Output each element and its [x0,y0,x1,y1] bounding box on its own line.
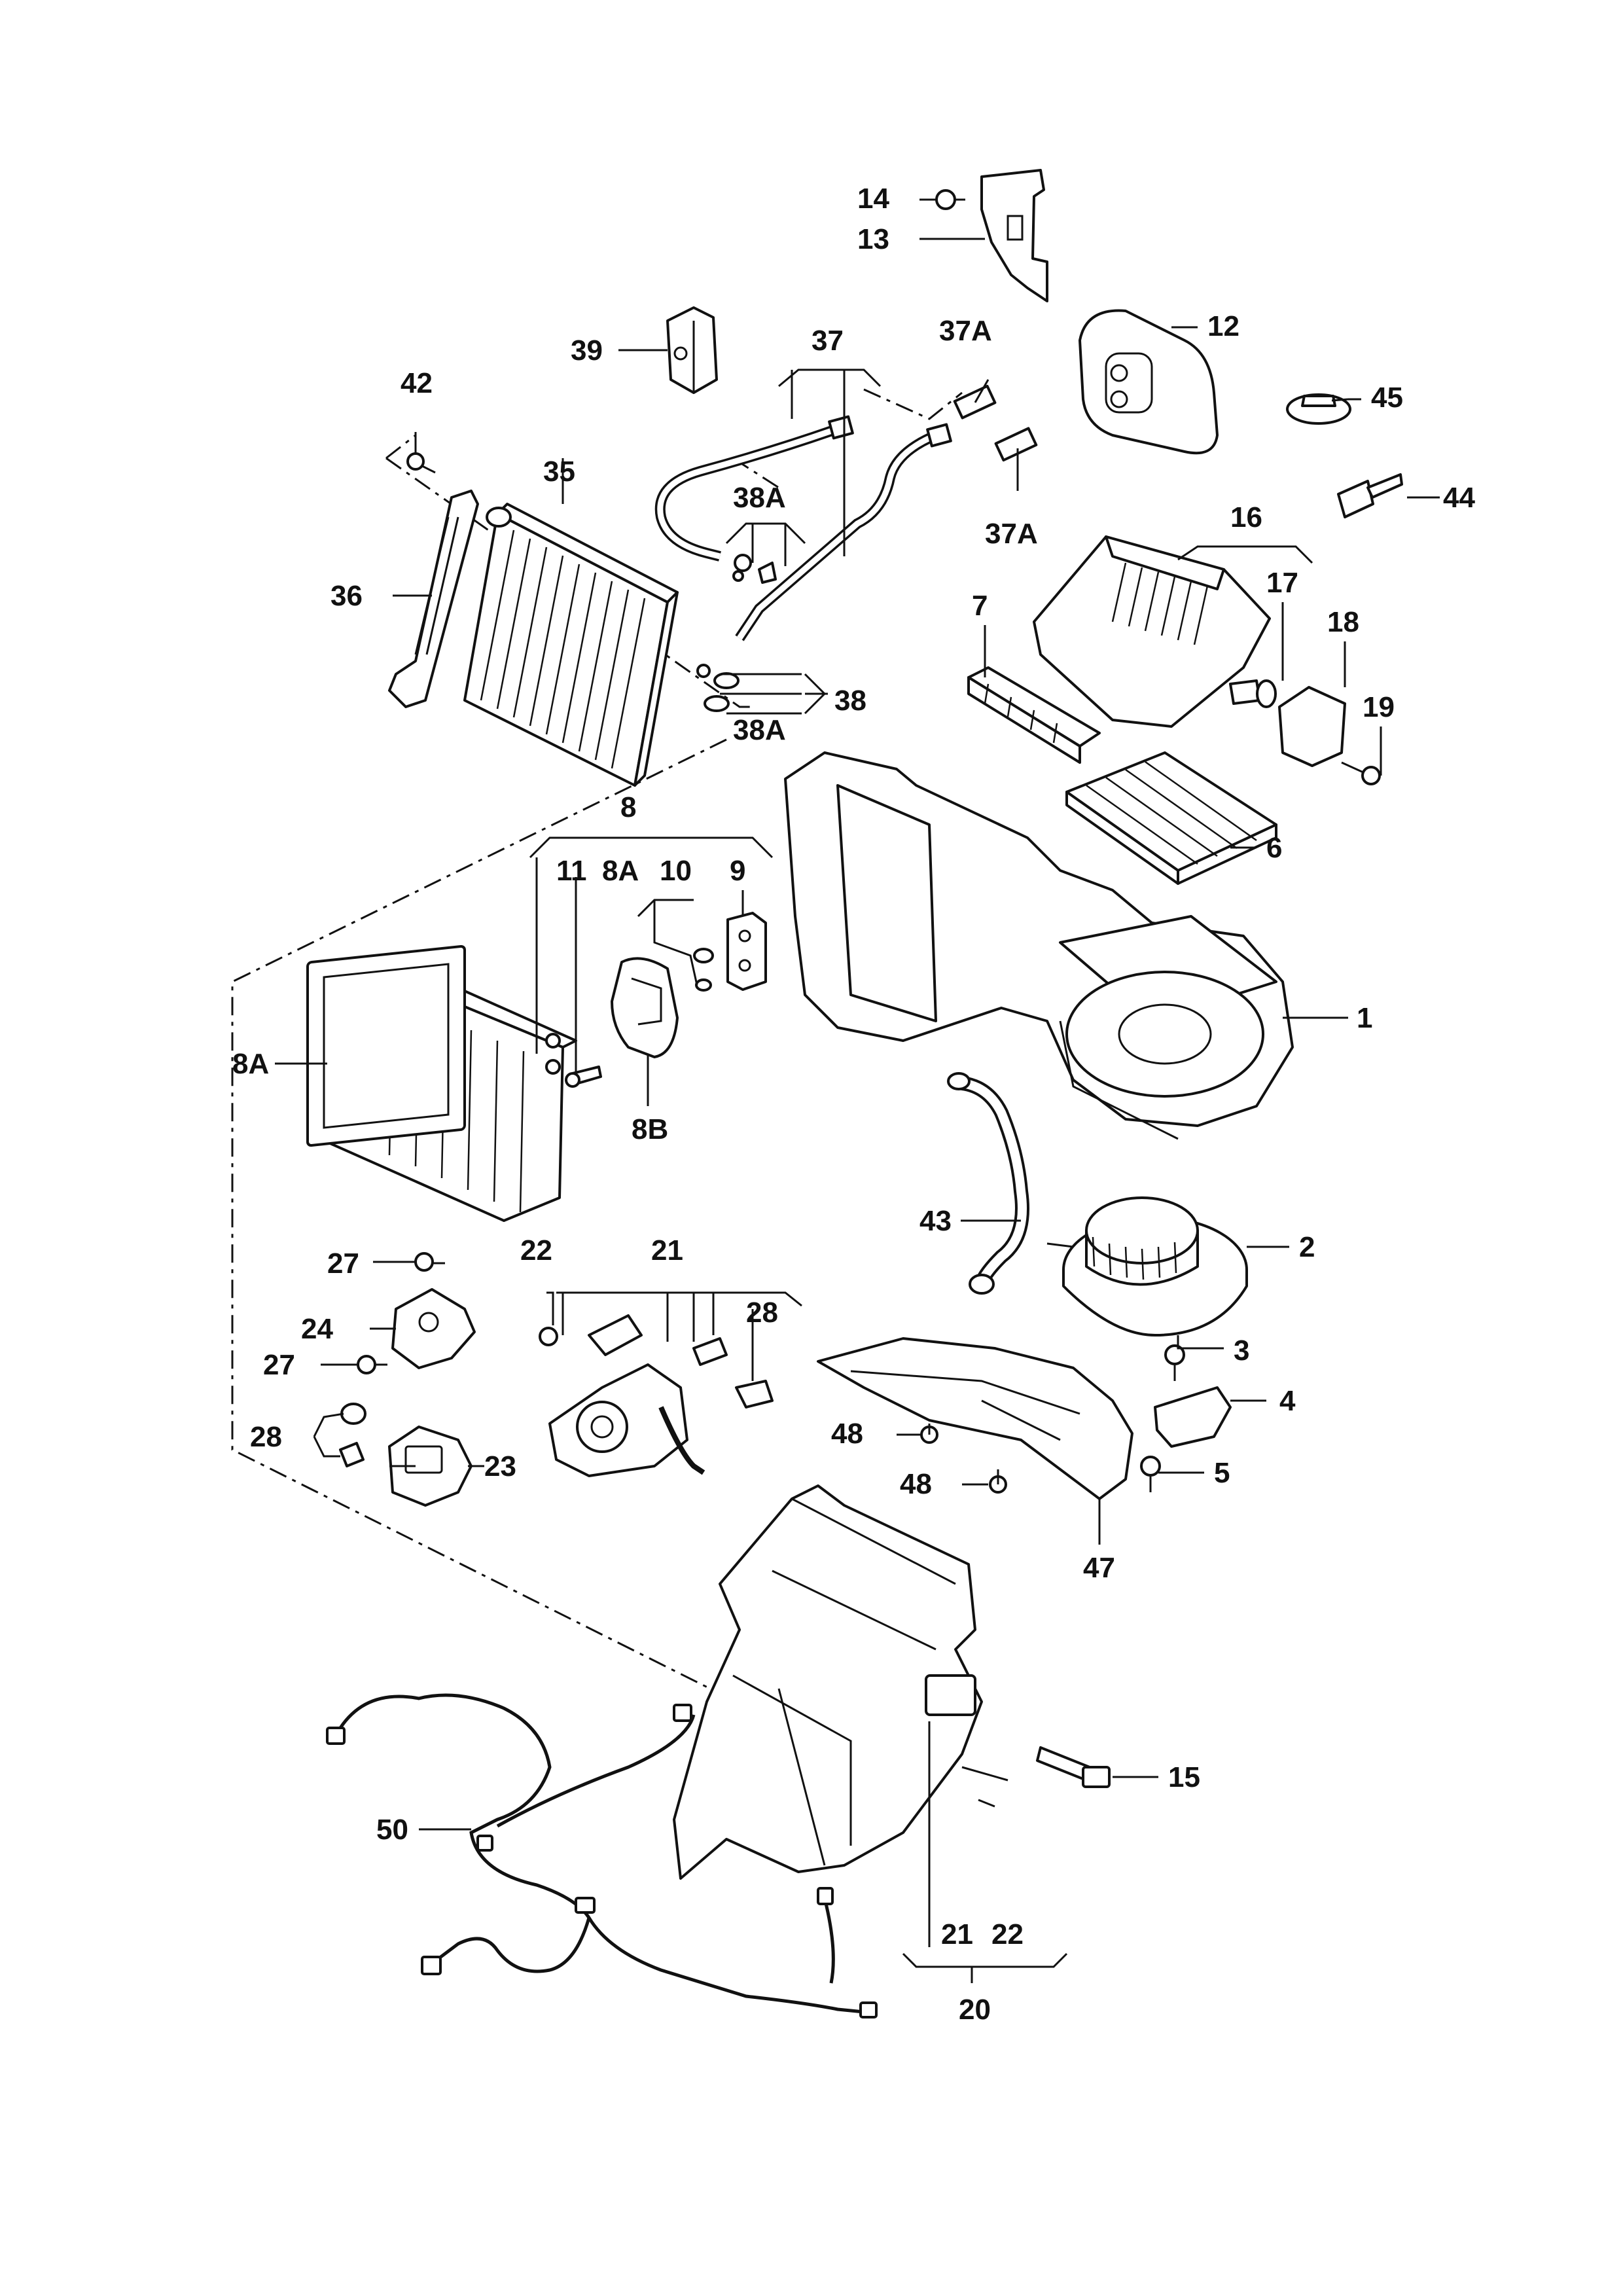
callout-48-lower: 48 [900,1468,932,1500]
screw-14 [935,189,965,210]
callout-50: 50 [376,1814,408,1846]
actuator-cover-18 [1278,686,1346,767]
screw-3 [1164,1344,1185,1381]
clip-28-left-a [340,1403,366,1425]
blower-motor-2 [1046,1196,1248,1336]
wiring-harness-50 [326,1693,878,2018]
sensor-15 [1036,1746,1111,1788]
nut-45 [1286,393,1351,425]
callout-38A-upper: 38A [733,482,786,514]
bracket-36 [388,490,479,708]
heater-core-35 [463,503,679,787]
callout-3: 3 [1234,1335,1249,1367]
callout-7: 7 [972,590,988,622]
servo-motor-21 [548,1314,705,1477]
callout-48-upper: 48 [831,1418,863,1450]
callout-21-top: 21 [651,1234,683,1266]
screw-19 [1341,761,1381,785]
callout-23: 23 [484,1450,516,1482]
callout-8A-left: 8A [232,1048,269,1080]
callout-17: 17 [1266,567,1298,599]
actuator-23 [388,1426,473,1507]
seal-rings-38A-upper [732,554,777,584]
callout-37A-upper: 37A [939,315,992,347]
screw-27-upper [414,1252,445,1272]
cabin-filter-6 [1065,751,1277,885]
evaporator-8A [306,944,577,1222]
callout-42: 42 [401,367,433,399]
air-duct-47 [817,1337,1133,1500]
callout-labels: 14 13 39 37 37A 12 45 42 35 38A 37A 44 1… [232,183,1475,2026]
drain-hose-43 [947,1072,1029,1295]
screw-48-lower [989,1469,1007,1494]
callout-43: 43 [919,1205,952,1237]
flange-plate-12 [1079,309,1219,455]
callout-1: 1 [1357,1002,1372,1034]
pin-17 [1229,679,1277,708]
bolt-44 [1337,473,1403,518]
connector-37A-lower [994,427,1038,462]
callout-38: 38 [834,685,866,717]
bracket-13 [980,169,1048,302]
callout-45: 45 [1371,382,1403,414]
callout-4: 4 [1279,1385,1296,1417]
callout-6: 6 [1266,832,1282,864]
screw-42 [406,452,436,474]
callout-5: 5 [1214,1457,1230,1489]
callout-8B: 8B [632,1113,668,1145]
callout-35: 35 [543,456,575,488]
screw-27-lower [357,1355,387,1374]
callout-10: 10 [660,855,692,887]
callout-16: 16 [1230,501,1262,533]
callout-39: 39 [571,334,603,367]
callout-8A-top: 8A [602,855,639,887]
callout-2: 2 [1299,1231,1315,1263]
callout-44: 44 [1443,482,1475,514]
seal-rings-38A-lower [696,664,740,712]
callout-24: 24 [301,1313,333,1345]
screw-22-upper [539,1327,558,1346]
callout-36: 36 [330,580,363,612]
recirculation-housing-16 [1033,535,1271,728]
block-39 [666,306,718,394]
clip-28-left-b [339,1442,365,1467]
callout-38A-lower: 38A [733,714,786,746]
callout-27-top: 27 [327,1247,359,1280]
callout-22-top: 22 [520,1234,552,1266]
callout-13: 13 [857,223,889,255]
callout-14: 14 [857,183,889,215]
cover-4 [1154,1386,1232,1448]
expansion-valve-9 [726,912,767,991]
screw-48-upper [920,1424,938,1444]
bolt-11 [565,1066,602,1088]
callout-20: 20 [959,1994,991,2026]
blower-housing-1 [784,751,1294,1140]
filter-frame-7 [967,666,1101,764]
seal-8B [611,957,679,1058]
callout-21-bottom: 21 [941,1918,973,1950]
callout-19: 19 [1363,691,1395,723]
distribution-housing-20 [673,1484,1008,1880]
clip-28-right [692,1337,774,1408]
callout-28-left: 28 [250,1421,282,1453]
callout-28-right: 28 [746,1297,778,1329]
callout-47: 47 [1083,1552,1115,1584]
callout-8: 8 [620,791,636,823]
callout-11: 11 [556,855,587,887]
callout-22-bottom: 22 [991,1918,1024,1950]
leader-lines [275,198,1440,1983]
callout-37A-lower: 37A [985,518,1038,550]
callout-27-bottom: 27 [263,1349,295,1381]
callout-18: 18 [1327,606,1359,638]
callout-9: 9 [730,855,745,887]
refrigerant-pipes-37 [654,415,952,641]
screw-5 [1140,1456,1161,1492]
callout-12: 12 [1207,310,1240,342]
actuator-24 [391,1288,476,1369]
callout-37: 37 [812,325,844,357]
callout-15: 15 [1168,1761,1200,1793]
